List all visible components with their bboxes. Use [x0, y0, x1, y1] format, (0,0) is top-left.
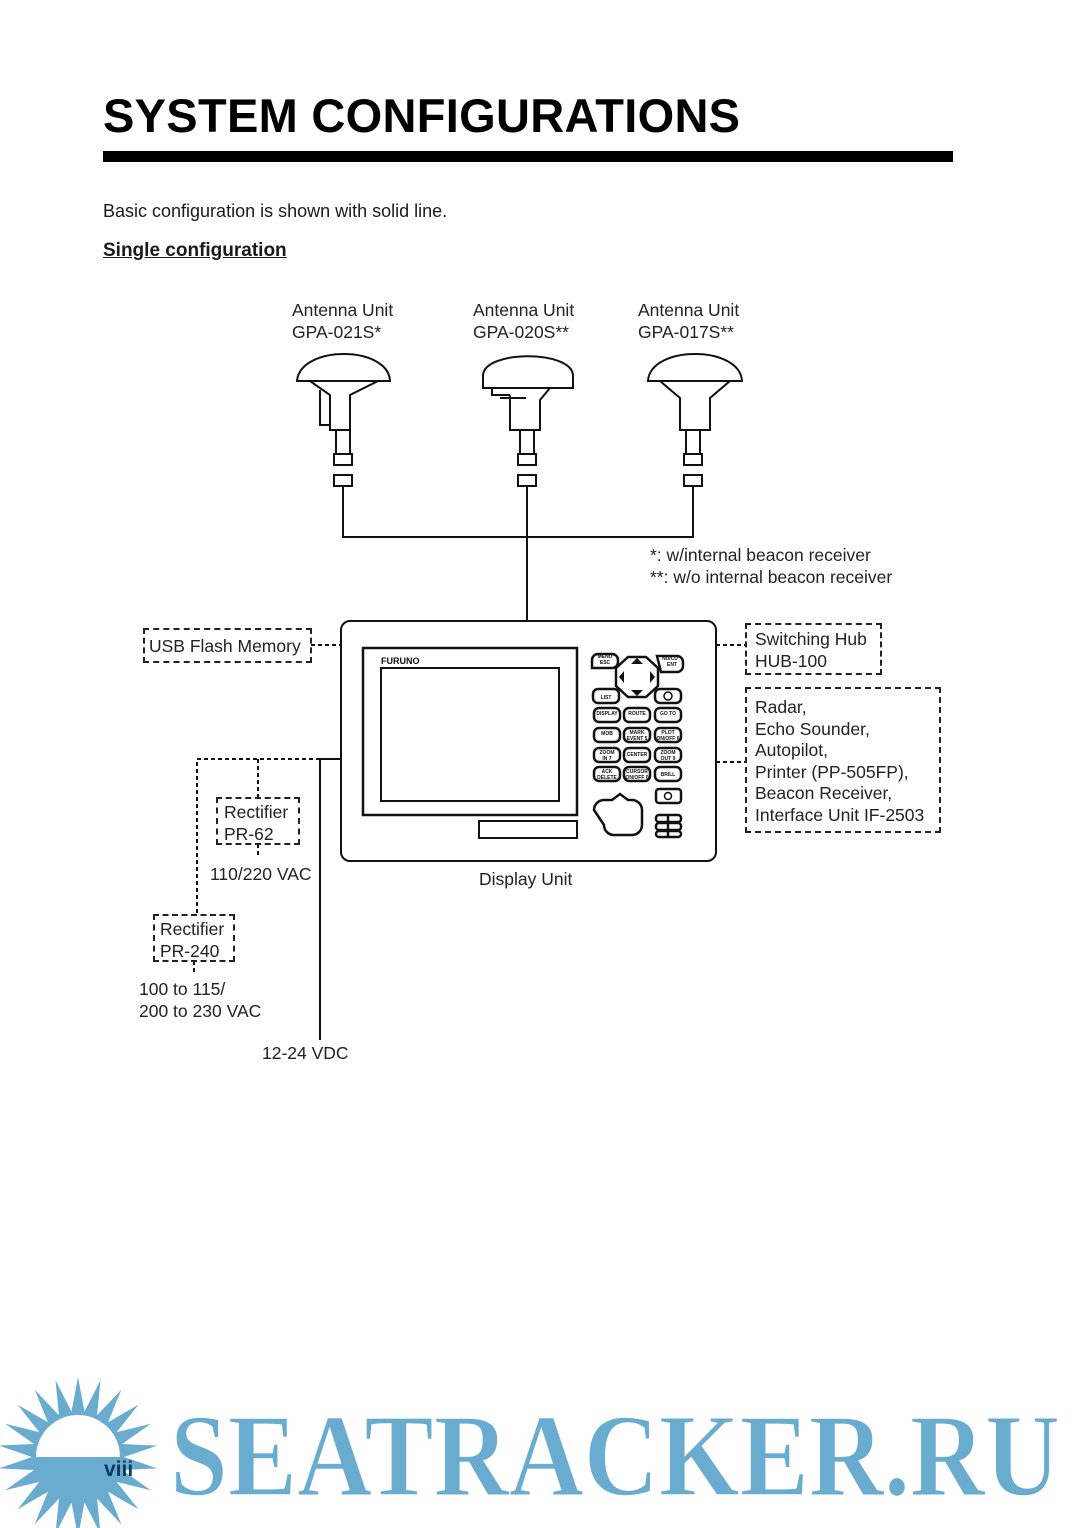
equipment-item: Radar,: [755, 697, 807, 717]
svg-text:DELETE: DELETE: [597, 775, 617, 781]
footnotes: *: w/internal beacon receiver **: w/o in…: [650, 545, 892, 588]
external-equipment-list: Radar, Echo Sounder, Autopilot, Printer …: [755, 697, 924, 826]
antenna-label-2: Antenna Unit GPA-020S**: [473, 300, 574, 343]
svg-text:ZOOM: ZOOM: [661, 750, 676, 756]
usb-flash-memory-box: USB Flash Memory: [143, 628, 312, 663]
svg-text:CENTER: CENTER: [627, 752, 648, 758]
svg-text:MARK: MARK: [630, 730, 645, 736]
svg-text:EVENT 5: EVENT 5: [627, 736, 648, 742]
antenna-gpa-021s-icon: [295, 353, 392, 487]
svg-text:OUT 9: OUT 9: [661, 756, 676, 762]
footnote-1: *: w/internal beacon receiver: [650, 545, 871, 565]
svg-text:LIST: LIST: [601, 695, 612, 701]
vac-line-1: 100 to 115/: [139, 979, 226, 999]
rectifier-pr240-box: Rectifier PR-240: [153, 914, 235, 962]
equipment-item: Printer (PP-505FP),: [755, 761, 909, 782]
antenna-label-3: Antenna Unit GPA-017S**: [638, 300, 739, 343]
antenna-gpa-017s-icon: [646, 353, 744, 487]
svg-text:IN 7: IN 7: [602, 756, 611, 762]
svg-text:ON/OFF 6: ON/OFF 6: [656, 736, 679, 742]
switching-hub-box: Switching Hub HUB-100: [745, 623, 882, 675]
svg-text:PLOT: PLOT: [661, 730, 674, 736]
rectifier-name: Rectifier: [160, 919, 225, 939]
display-unit-body: [340, 620, 717, 862]
external-equipment-box: Radar, Echo Sounder, Autopilot, Printer …: [745, 687, 941, 833]
svg-text:ON/OFF 0: ON/OFF 0: [625, 775, 648, 781]
svg-text:ACK: ACK: [602, 769, 613, 775]
usb-flash-memory-label: USB Flash Memory: [149, 636, 301, 656]
equipment-item: Interface Unit IF-2503: [755, 804, 925, 825]
equipment-item: Beacon Receiver,: [755, 783, 893, 803]
switching-hub-label: Switching Hub HUB-100: [755, 629, 867, 672]
svg-text:NU/CU: NU/CU: [662, 656, 678, 662]
display-unit-label: Display Unit: [479, 869, 573, 889]
svg-text:ZOOM: ZOOM: [600, 750, 615, 756]
rectifier-name: Rectifier: [224, 802, 289, 822]
antenna-label-1: Antenna Unit GPA-021S*: [292, 300, 393, 343]
vac-110-220-label: 110/220 VAC: [210, 864, 312, 884]
hub-model: HUB-100: [755, 650, 827, 671]
rectifier-pr62-box: Rectifier PR-62: [216, 797, 300, 845]
vac-100-230-label: 100 to 115/ 200 to 230 VAC: [139, 979, 261, 1022]
svg-text:MOB: MOB: [601, 731, 613, 737]
antenna-name: Antenna Unit: [473, 300, 575, 320]
seatracker-watermark: SEATRACKER.RU: [0, 1377, 1061, 1528]
antenna-model: GPA-020S**: [473, 321, 569, 342]
equipment-item: Autopilot,: [755, 740, 828, 760]
svg-text:ESC: ESC: [600, 660, 611, 666]
intro-text: Basic configuration is shown with solid …: [103, 201, 448, 221]
section-heading: Single configuration: [103, 240, 287, 261]
svg-text:ROUTE: ROUTE: [628, 711, 646, 717]
rectifier-pr240-label: Rectifier PR-240: [160, 919, 224, 962]
svg-text:BRILL: BRILL: [661, 772, 676, 778]
title-rule: [103, 151, 953, 162]
rectifier-pr62-label: Rectifier PR-62: [224, 802, 288, 845]
footnote-2: **: w/o internal beacon receiver: [650, 566, 893, 587]
vdc-label: 12-24 VDC: [262, 1043, 349, 1063]
antenna-gpa-020s-icon: [482, 355, 574, 487]
antenna-name: Antenna Unit: [292, 300, 394, 320]
brand-logo: FURUNO: [381, 656, 420, 666]
svg-text:DISPLAY: DISPLAY: [596, 711, 618, 717]
watermark-text: SEATRACKER.RU: [170, 1390, 1060, 1521]
rectifier-model: PR-62: [224, 823, 274, 844]
hub-name: Switching Hub: [755, 629, 867, 649]
page-title: SYSTEM CONFIGURATIONS: [103, 89, 741, 142]
sun-half-circle: [36, 1415, 120, 1457]
antenna-name: Antenna Unit: [638, 300, 740, 320]
svg-text:CURSOR: CURSOR: [626, 769, 648, 775]
vac-line-2: 200 to 230 VAC: [139, 1000, 262, 1021]
page-number: viii: [104, 1458, 134, 1481]
rectifier-model: PR-240: [160, 940, 220, 961]
antenna-model: GPA-017S**: [638, 321, 734, 342]
svg-text:MENU: MENU: [598, 654, 613, 660]
antenna-model: GPA-021S*: [292, 321, 382, 342]
equipment-item: Echo Sounder,: [755, 718, 870, 739]
svg-text:ENT: ENT: [667, 662, 677, 668]
svg-text:GO TO: GO TO: [660, 711, 676, 717]
